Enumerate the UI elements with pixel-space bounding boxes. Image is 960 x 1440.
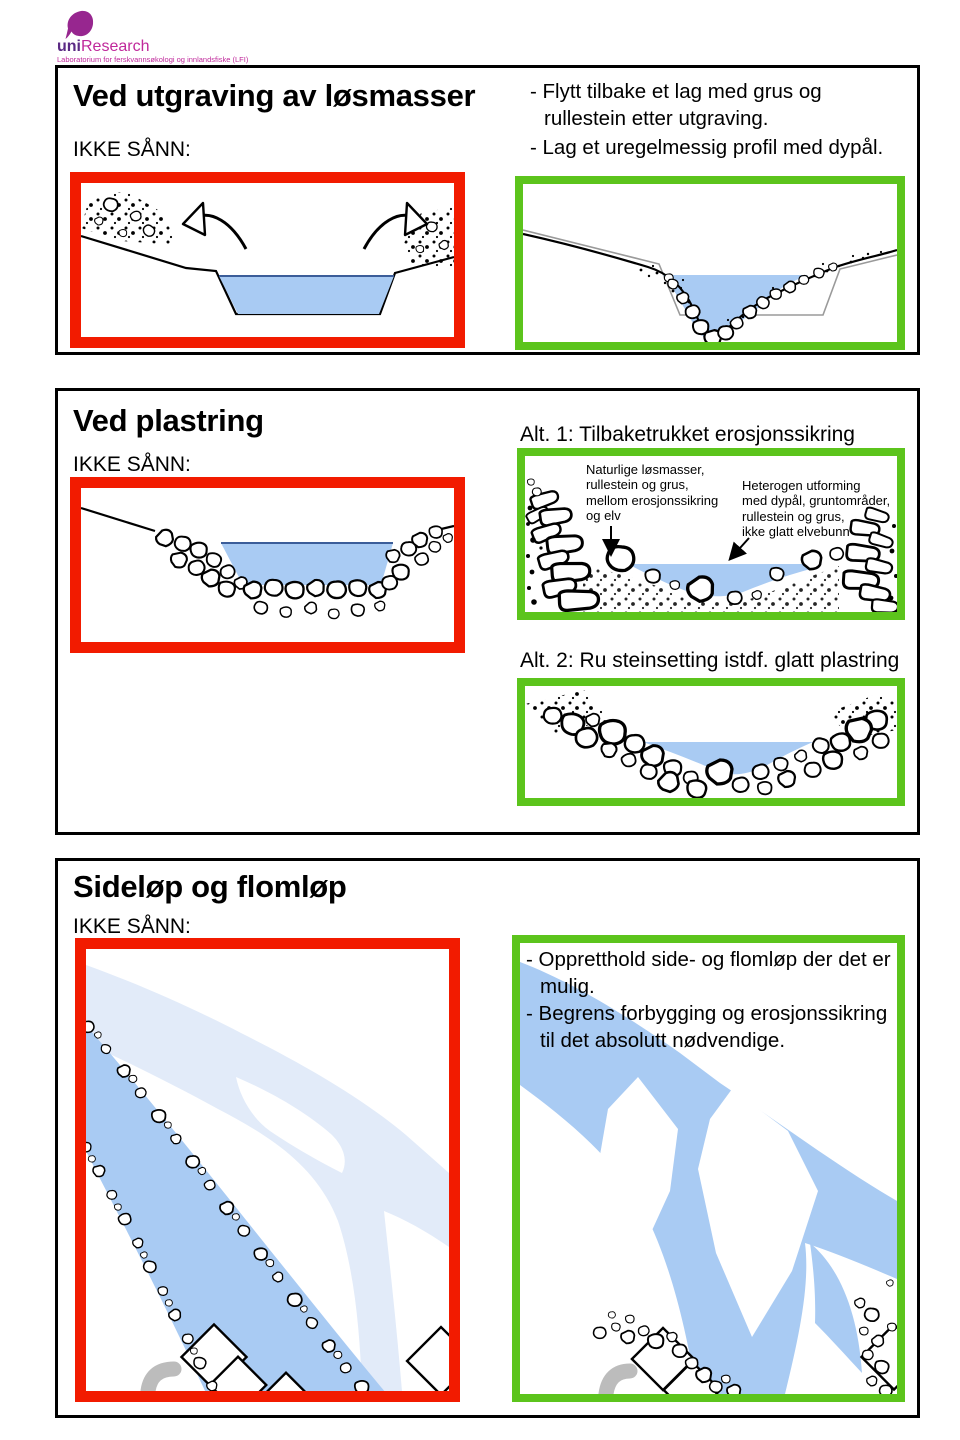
panel1-title: Ved utgraving av løsmasser	[73, 78, 476, 113]
brand-name: uniResearch	[57, 38, 149, 56]
brand-tagline: Laboratorium for ferskvannsøkologi og in…	[57, 55, 249, 64]
side-channels-right-diagram	[520, 962, 897, 1394]
plastring-alt1-frame	[517, 448, 905, 620]
panel1-bullets-2: - Lag et uregelmessig profil med dypål.	[530, 136, 884, 159]
panel2-not-this-label: IKKE SÅNN:	[73, 453, 191, 476]
panel3-not-this-label: IKKE SÅNN:	[73, 915, 191, 938]
side-channels-right-frame	[512, 935, 905, 1402]
excavation-wrong-frame	[70, 172, 465, 348]
panel3-bullets-2: - Begrens forbygging og erosjonssikring …	[526, 1002, 888, 1053]
panel2-title: Ved plastring	[73, 403, 264, 438]
balloon-logo-icon	[65, 10, 94, 40]
plastring-alt2-frame	[517, 678, 905, 806]
alt1-note-left: Naturlige løsmasser, rullestein og grus,…	[586, 462, 719, 523]
brand-uni: uni	[57, 38, 81, 55]
panel3-bullets-1: - Oppretthold side- og flomløp der det e…	[526, 948, 891, 999]
excavation-wrong-diagram	[81, 191, 454, 316]
panel3-title: Sideløp og flomløp	[73, 869, 347, 904]
plastring-wrong-frame	[70, 477, 465, 653]
logo: uniResearch Laboratorium for ferskvannsø…	[55, 6, 375, 64]
alt2-heading: Alt. 2: Ru steinsetting istdf. glatt pla…	[520, 649, 900, 672]
spoil-left	[81, 191, 177, 245]
panel1-not-this-label: IKKE SÅNN:	[73, 138, 191, 161]
excavation-right-frame	[515, 176, 905, 350]
excavation-right-diagram	[523, 229, 897, 342]
panel1-bullets-1: - Flytt tilbake et lag med grus og rulle…	[530, 80, 822, 131]
plastring-alt1-diagram	[525, 478, 897, 612]
note-right-arrow	[728, 537, 750, 561]
alt1-note-right: Heterogen utforming med dypål, gruntområ…	[742, 478, 891, 539]
side-channels-wrong-frame	[75, 938, 460, 1402]
side-channels-wrong-diagram	[86, 965, 449, 1391]
brand-research: Research	[81, 38, 150, 55]
plastring-alt2-diagram	[525, 690, 897, 798]
alt1-heading: Alt. 1: Tilbaketrukket erosjonssikring	[520, 423, 855, 446]
plastring-wrong-diagram	[81, 506, 454, 620]
